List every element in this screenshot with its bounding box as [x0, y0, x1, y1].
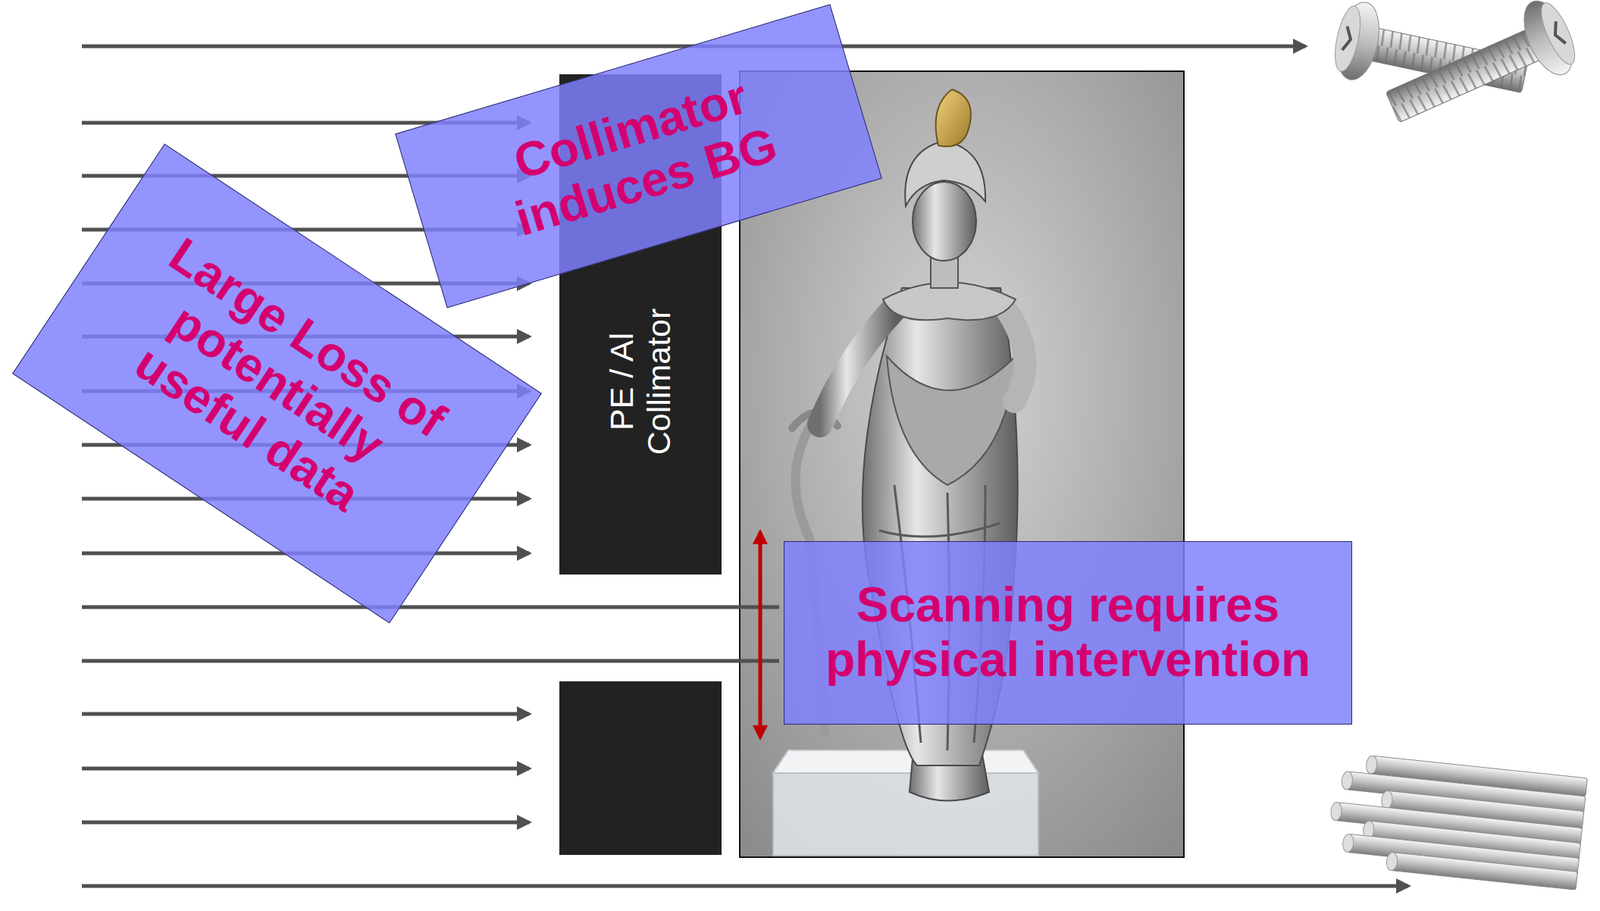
- pipe-end: [1380, 790, 1394, 810]
- collimator-label: PE / Al Collimator: [603, 267, 679, 495]
- beam-line: [81, 605, 780, 610]
- pipe: [1390, 852, 1578, 890]
- callout-text: Collimator induces BG: [448, 52, 829, 260]
- pipe-end: [1340, 770, 1353, 790]
- pipe-end: [1365, 754, 1378, 774]
- statue-head: [912, 181, 977, 261]
- screw-icon: [1376, 0, 1584, 144]
- beam-arrow: [81, 820, 530, 825]
- callout-text: Scanning requires physical intervention: [795, 578, 1341, 687]
- statue-plume: [936, 89, 971, 147]
- pipe-end: [1330, 801, 1343, 821]
- statue-arm: [1004, 306, 1025, 402]
- statue-drape: [886, 356, 1016, 486]
- callout-text: Large Loss of potentially useful data: [92, 223, 461, 544]
- callout-box: Scanning requires physical intervention: [783, 541, 1353, 725]
- statue-helmet: [904, 140, 986, 207]
- beam-arrow: [81, 884, 1409, 889]
- pedestal: [773, 750, 1039, 774]
- pipe-bundle: [1325, 751, 1588, 890]
- pipe-end: [1385, 851, 1398, 871]
- scan-arrow: [758, 532, 763, 738]
- pedestal: [773, 773, 1039, 856]
- pipe-end: [1342, 833, 1355, 853]
- beam-arrow: [81, 767, 530, 771]
- statue-arm: [820, 306, 896, 425]
- beam-line: [81, 659, 780, 664]
- collimator-block: [559, 681, 722, 855]
- beam-arrow: [81, 712, 530, 717]
